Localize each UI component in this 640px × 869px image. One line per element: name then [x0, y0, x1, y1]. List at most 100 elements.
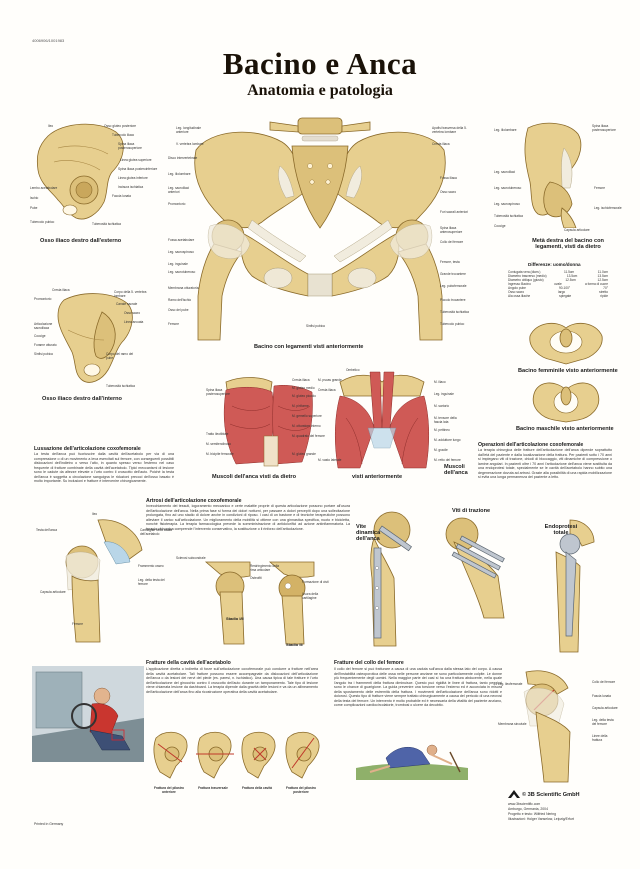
iliac-int-label: Articolazione sacroiliaca — [34, 322, 53, 330]
muscle-label: Spina iliaca posterosuperiore — [206, 388, 230, 396]
luxation-label: Frammento osseo — [138, 564, 164, 568]
pelvis-label: Leg. pubofemorale — [440, 284, 467, 288]
section-heading-femur-neck: Fratture del collo del femore — [334, 660, 404, 666]
muscle-label: M. sartorio — [434, 404, 450, 408]
femur-neck-label: Leg. ileofemorale — [498, 682, 523, 686]
half-pelvis-label: Leg. ischiofemorale — [594, 206, 622, 210]
pelvis-label: Leg. longitudinale anteriore — [176, 126, 201, 134]
pelvis-label: Promontorio — [168, 202, 186, 206]
iliac-ext-label: Faccia lunata — [112, 194, 131, 198]
total-prosthesis-illustration — [555, 519, 595, 653]
footer-place-date: Amburgo, Germania, 2004 — [508, 807, 548, 811]
caption-muscles-hip: Muscoli dell'anca — [444, 464, 468, 476]
hip-luxation-illustration — [65, 519, 143, 643]
section-heading-operations: Operazioni dell'articolazione coxofemora… — [478, 442, 584, 448]
femur-neck-label: Leg. della testa del femore — [592, 718, 614, 726]
caption-traction-screws: Viti di trazione — [452, 508, 491, 514]
luxation-label: Cartilagine della cavità dell'acetabolo — [140, 528, 173, 536]
section-heading-arthrosis: Artrosi dell'articolazione coxofemorale — [146, 498, 242, 504]
muscle-label: M. vasto laterale — [318, 458, 342, 462]
caption-male-pelvis: Bacino maschile visto anteriormente — [516, 426, 614, 432]
caption-total-prosthesis: Endoprotesi totale — [544, 524, 578, 536]
pelvis-label: Leg. sacrotuberoso — [168, 270, 196, 274]
iliac-ext-label: Ischio — [30, 196, 39, 200]
muscle-label: M. gluteo grande — [292, 452, 316, 456]
femur-neck-label: Collo del femore — [592, 680, 616, 684]
fall-injury-illustration — [356, 744, 468, 780]
half-pelvis-label: Coccige — [494, 224, 506, 228]
luxation-label: Ileo — [92, 512, 98, 516]
luxation-label: Femore — [72, 622, 83, 626]
dynamic-hip-screw-illustration — [370, 511, 412, 647]
arthrosis-label: Osteofiti — [250, 576, 262, 580]
section-body-femur-neck: Il collo del femore si può fratturare a … — [334, 667, 502, 707]
pelvis-label: Ramo dell'ischio — [168, 298, 192, 302]
iliac-ext-label: Osso gluteo posteriore — [104, 124, 137, 128]
iliac-int-label: Corpo del ramo del pube — [106, 352, 134, 360]
pelvis-label: Membrana otturatoria — [168, 286, 199, 290]
product-code: 4006906/1001983 — [32, 38, 65, 43]
iliac-bone-external-illustration — [36, 123, 124, 220]
pelvis-label: Fossa acetabolare — [168, 238, 195, 242]
half-pelvis-back-illustration — [524, 122, 582, 228]
luxation-label: Testa dell'anca — [36, 528, 57, 532]
iliac-int-label: Linea arcuata — [124, 320, 144, 324]
luxation-label: Leg. della testa del femore — [138, 578, 165, 586]
hip-muscles-front-illustration — [334, 371, 430, 469]
muscle-label: M. iliaco — [434, 380, 446, 384]
muscle-label: Cresta iliaca — [292, 378, 310, 382]
fracture-type-label: Frattura della cavità — [241, 786, 273, 790]
pelvis-label: Disco intervertebrale — [168, 156, 198, 160]
caption-female-pelvis: Bacino femminile visto anteriormente — [518, 368, 618, 374]
iliac-bone-internal-illustration — [57, 293, 133, 383]
muscle-label: M. gluteo medio — [292, 386, 315, 390]
section-body-arthrosis: Invecchiamento dei tessuti, logoramento … — [146, 504, 350, 531]
muscle-label: M. tensore della fascia lata — [434, 416, 457, 424]
half-pelvis-label: Leg. sacrospinoso — [494, 202, 520, 206]
pelvis-label: Fori sacrali anteriori — [440, 210, 468, 214]
muscle-label: Cresta iliaca — [318, 388, 336, 392]
pelvis-label: Femore — [168, 322, 179, 326]
iliac-ext-label: Tuberosità ischiatica — [92, 222, 121, 226]
caption-iliac-internal: Osso iliaco destro dall'interno — [42, 396, 122, 402]
half-pelvis-label: Leg. sacrotuberoso — [494, 186, 522, 190]
fracture-type-label: Frattura trasversale — [198, 786, 228, 790]
muscle-label: M. piriforme — [292, 404, 309, 408]
pelvis-label: Sinfisi pubica — [306, 324, 325, 328]
section-body-luxation: La testa dell'anca può fuoriuscire dalla… — [34, 452, 174, 483]
muscle-label: Ombelico — [346, 368, 360, 372]
dashboard-injury-illustration — [32, 666, 144, 762]
pelvis-label: Cresta iliaca — [432, 142, 450, 146]
pelvis-label: Collo del femore — [440, 240, 464, 244]
section-body-operations: La terapia chirurgica delle fratture del… — [478, 448, 612, 479]
male-pelvis-illustration — [532, 382, 600, 423]
muscle-label: M. semitendinoso — [206, 442, 231, 446]
half-pelvis-label: Femore — [594, 186, 605, 190]
pelvis-label: Osso del pube — [168, 308, 189, 312]
pelvis-label: Osso sacro — [440, 190, 457, 194]
acetabular-fracture-types-illustration — [153, 731, 320, 779]
footer-author: Progetto e testo: Wilfried Nering — [508, 812, 557, 816]
iliac-ext-label: Ileo — [48, 124, 54, 128]
iliac-int-label: Cresta iliaca — [52, 288, 70, 292]
iliac-ext-label: Pube — [30, 206, 38, 210]
caption-stage-3: Stadio III — [286, 642, 303, 647]
poster-title: Bacino e Anca — [222, 46, 418, 81]
section-body-acetabulum: L'applicazione diretta o indiretta di fo… — [146, 667, 318, 694]
caption-muscles-front: visti anteriormente — [352, 474, 403, 480]
traction-screws-illustration — [445, 517, 505, 619]
muscle-label: M. quadrato del femore — [292, 434, 325, 438]
femur-neck-label: Membrana sinoviale — [498, 722, 527, 726]
iliac-int-label: Forame otturato — [34, 343, 57, 347]
iliac-ext-label: Spina iliaca posteroinferiore — [118, 167, 158, 171]
muscle-label: M. psoas grande — [318, 378, 342, 382]
female-pelvis-illustration — [529, 322, 603, 365]
arthrosis-label: Formazione di cisti — [302, 580, 329, 584]
iliac-int-label: Promontorio — [34, 297, 52, 301]
